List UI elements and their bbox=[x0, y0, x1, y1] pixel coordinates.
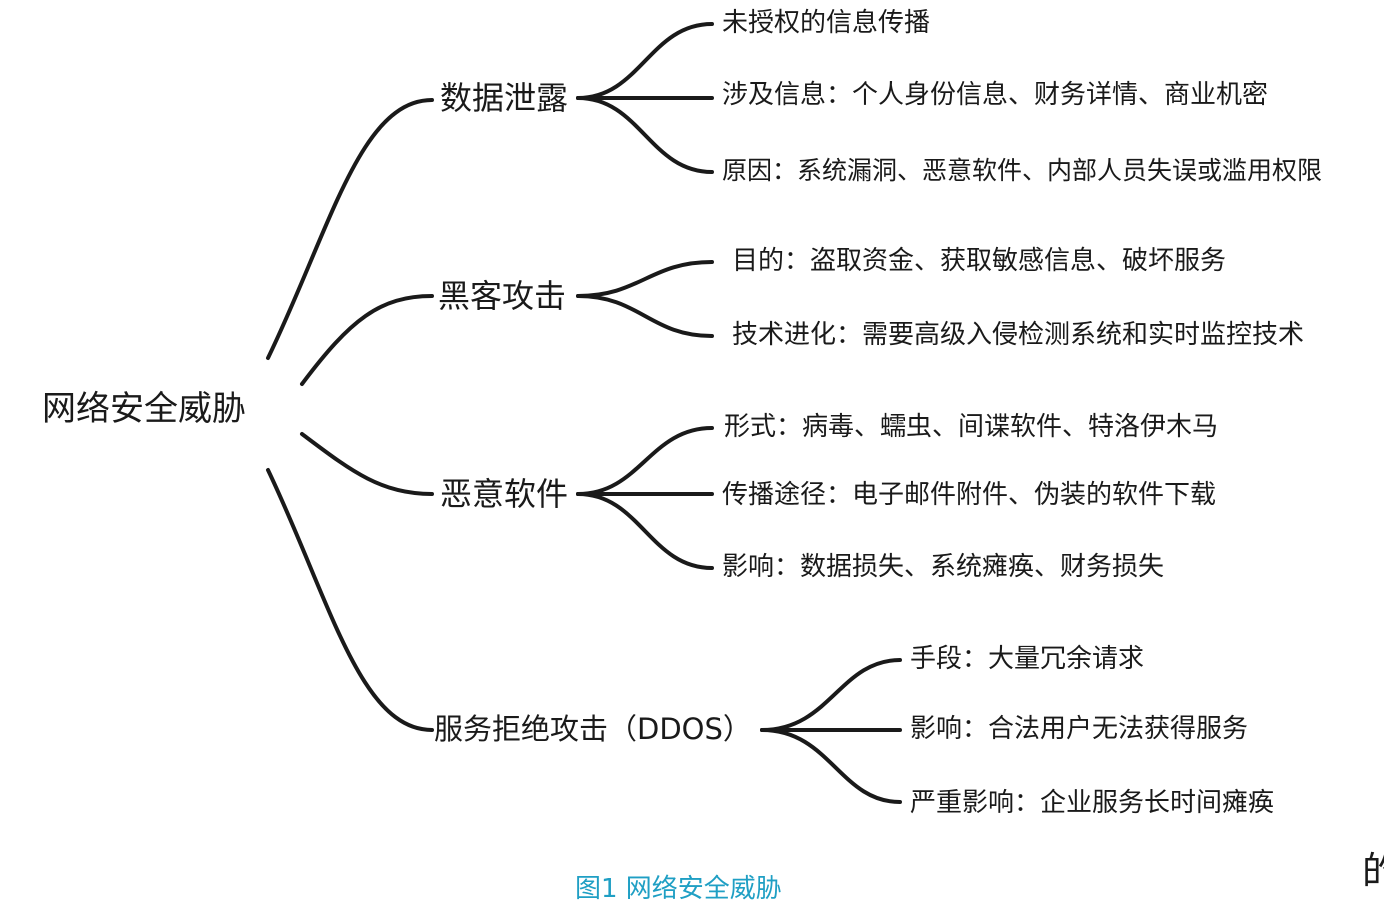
edge-branch-2-leaf-2 bbox=[576, 492, 714, 570]
branch-node-malware: 恶意软件 bbox=[440, 475, 569, 513]
edge-branch-1-leaf-0 bbox=[576, 260, 714, 298]
branch-node-data-breach: 数据泄露 bbox=[440, 79, 569, 117]
leaf-node: 手段：大量冗余请求 bbox=[910, 644, 1145, 674]
leaf-node: 目的：盗取资金、获取敏感信息、破坏服务 bbox=[732, 246, 1227, 276]
edge-branch-2-leaf-0 bbox=[576, 426, 714, 496]
leaf-node: 形式：病毒、蠕虫、间谍软件、特洛伊木马 bbox=[724, 412, 1219, 442]
edge-branch-1-leaf-1 bbox=[576, 294, 714, 338]
edge-branch-0-leaf-0 bbox=[576, 22, 714, 100]
edge-root-branch-3 bbox=[266, 468, 434, 732]
leaf-node: 涉及信息：个人身份信息、财务详情、商业机密 bbox=[722, 80, 1269, 110]
leaf-node: 技术进化：需要高级入侵检测系统和实时监控技术 bbox=[732, 320, 1305, 350]
edge-root-branch-1 bbox=[300, 294, 434, 386]
leaf-node: 影响：数据损失、系统瘫痪、财务损失 bbox=[722, 552, 1165, 582]
edge-branch-3-leaf-0 bbox=[760, 658, 902, 732]
leaf-node: 影响：合法用户无法获得服务 bbox=[910, 714, 1249, 744]
edge-root-branch-0 bbox=[266, 98, 434, 360]
leaf-node: 严重影响：企业服务长时间瘫痪 bbox=[910, 788, 1275, 818]
leaf-node: 未授权的信息传播 bbox=[722, 8, 931, 38]
branch-node-ddos: 服务拒绝攻击（DDOS） bbox=[434, 712, 752, 746]
leaf-node: 原因：系统漏洞、恶意软件、内部人员失误或滥用权限 bbox=[722, 156, 1323, 185]
root-node: 网络安全威胁 bbox=[42, 389, 246, 429]
edge-root-branch-2 bbox=[300, 432, 434, 496]
figure-caption: 图1 网络安全威胁 bbox=[575, 874, 782, 904]
edge-branch-3-leaf-2 bbox=[760, 728, 902, 804]
branch-node-hacker-attack: 黑客攻击 bbox=[438, 277, 567, 315]
edge-branch-0-leaf-2 bbox=[576, 96, 714, 174]
leaf-node: 传播途径：电子邮件附件、伪装的软件下载 bbox=[722, 480, 1217, 510]
cropped-text-fragment: 的 bbox=[1362, 849, 1384, 893]
